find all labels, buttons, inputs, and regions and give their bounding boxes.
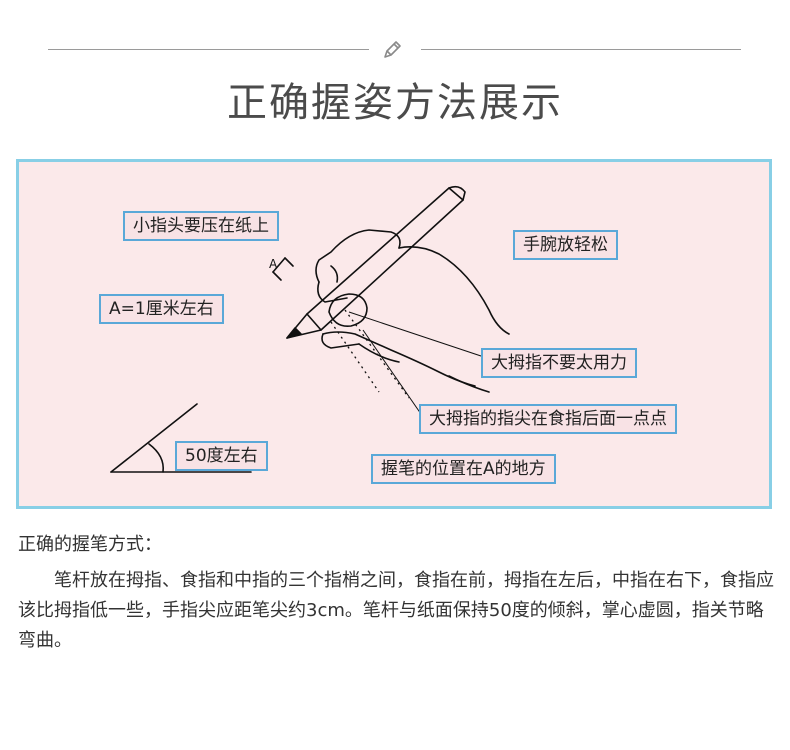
label-pinky: 小指头要压在纸上: [123, 211, 279, 241]
divider-left: [48, 49, 369, 50]
description-heading: 正确的握笔方式：: [18, 534, 162, 555]
divider-right: [421, 49, 741, 50]
description-paragraph: 笔杆放在拇指、食指和中指的三个指梢之间，食指在前，拇指在左后，中指在右下，食指应…: [18, 570, 774, 651]
label-a-distance: A=1厘米左右: [99, 294, 224, 324]
label-thumb-force: 大拇指不要太用力: [481, 348, 637, 378]
illustration-panel: A 小指头要压在纸上 手腕放轻松 A=1厘米左右 大拇指不要太用力 大拇指的指尖…: [16, 159, 772, 509]
page-title: 正确握姿方法展示: [227, 80, 563, 126]
description: 正确的握笔方式： 笔杆放在拇指、食指和中指的三个指梢之间，食指在前，拇指在左后，…: [18, 530, 778, 656]
label-grip-position: 握笔的位置在A的地方: [371, 454, 556, 484]
label-wrist: 手腕放轻松: [513, 230, 618, 260]
pencil-icon: [384, 41, 401, 58]
measurement-letter-a: A: [269, 257, 278, 271]
hand-holding-pencil-illustration: A: [110, 185, 510, 473]
label-thumb-tip: 大拇指的指尖在食指后面一点点: [419, 404, 677, 434]
label-angle: 50度左右: [175, 441, 268, 471]
